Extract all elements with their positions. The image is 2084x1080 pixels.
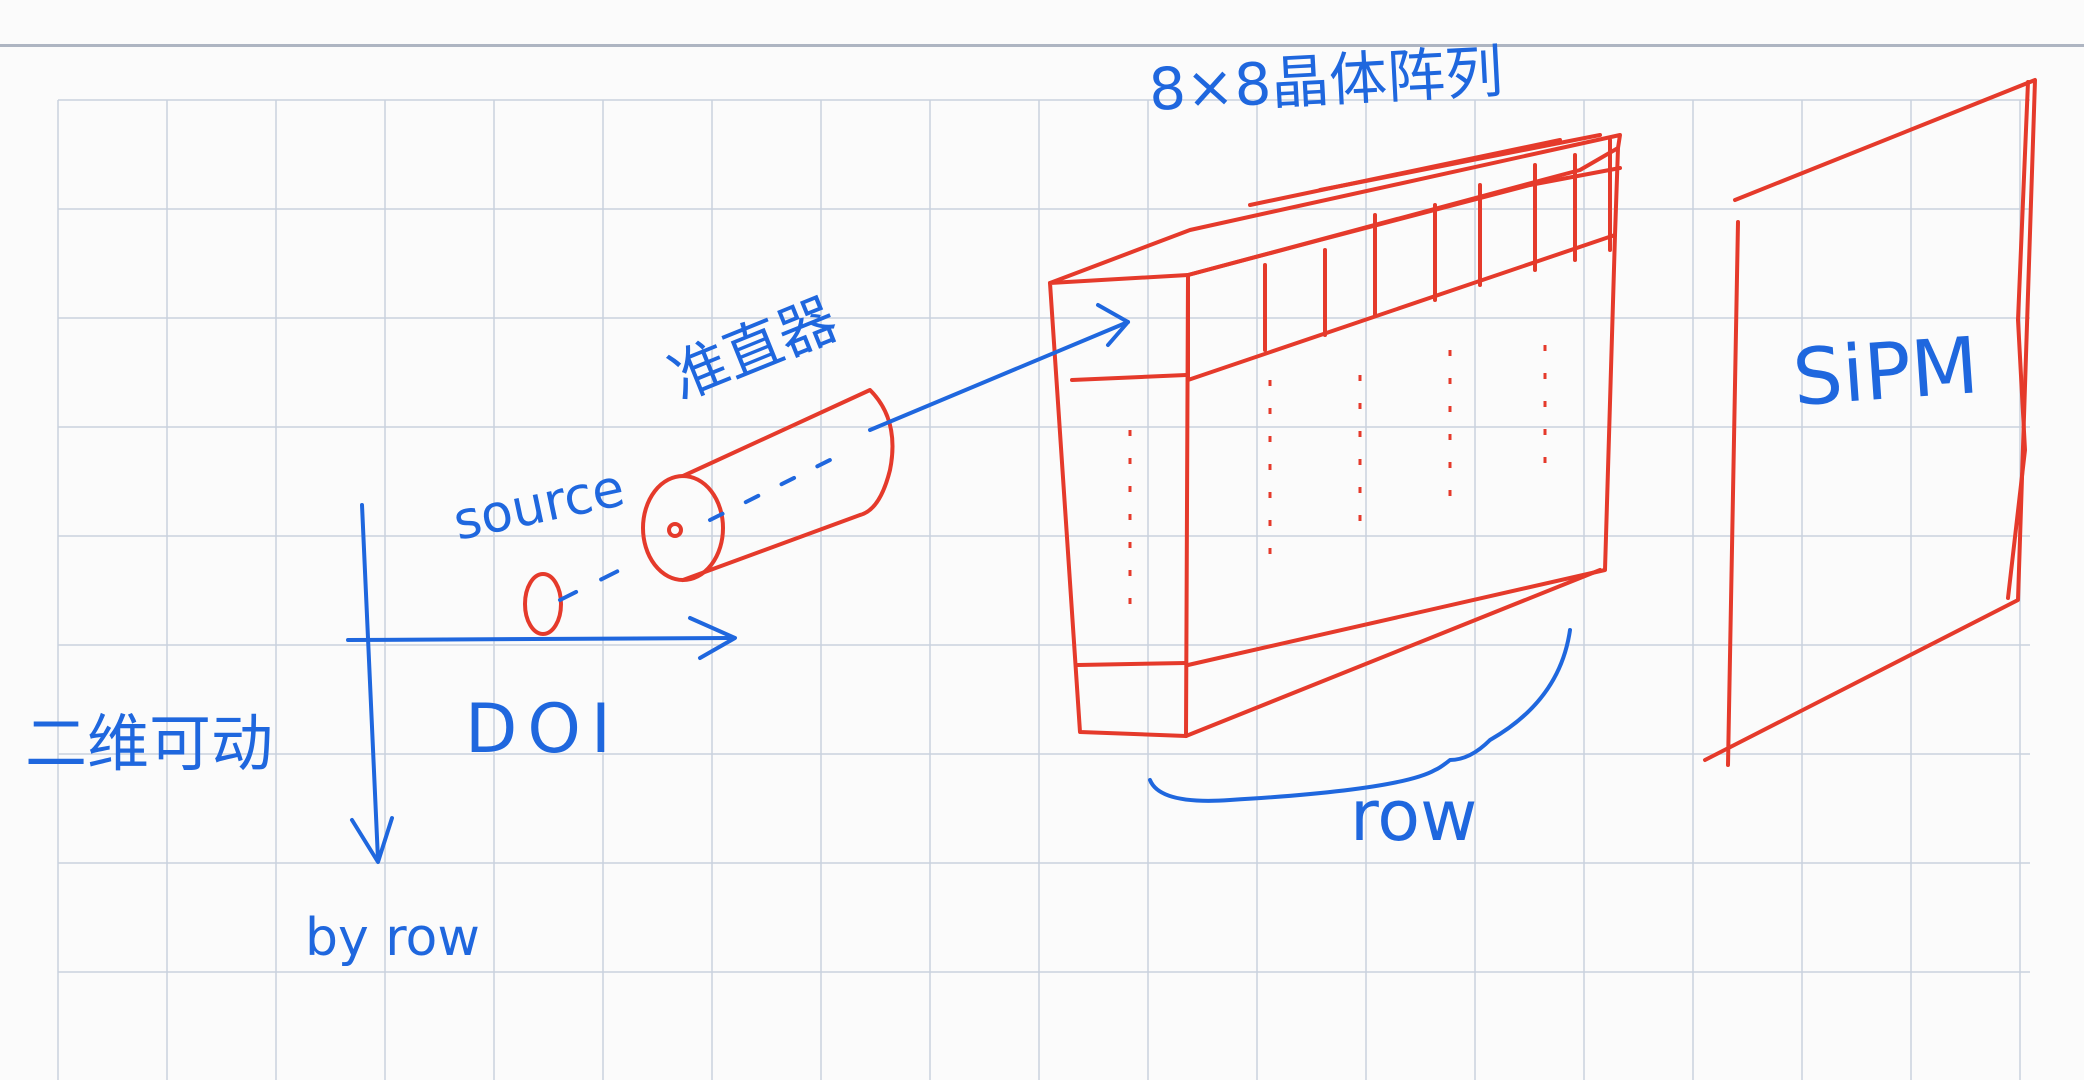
collimator [641, 388, 895, 582]
sipm-label: SiPM [1790, 321, 1981, 424]
doi-axis [346, 636, 732, 642]
sipm-panel-outline [1703, 78, 2037, 762]
row-label: row [1350, 775, 1477, 857]
page-top-rule [0, 44, 2084, 47]
crystal-side-right-edge [1613, 146, 1620, 237]
beam-arrowhead [1096, 303, 1130, 347]
collimator-aperture [667, 522, 683, 538]
row-axis-arrowhead [350, 816, 394, 864]
crystal-front-line [1076, 661, 1188, 667]
beam-arrow-shaft [868, 320, 1130, 432]
crystal-array [1048, 133, 1622, 738]
source-marker [523, 572, 563, 636]
crystal-top-line [1318, 133, 1602, 192]
collimator-body [681, 388, 895, 582]
row-brace [1148, 628, 1572, 803]
by-row-label: by row [305, 908, 480, 968]
doi-axis-arrowhead [688, 616, 737, 660]
movement-axes [346, 503, 737, 864]
sipm-panel-right-edge [2006, 80, 2030, 600]
beam-dashed-segment [708, 453, 842, 522]
crystal-side-bottom [1184, 568, 1602, 738]
crystal-top-segments [1263, 138, 1612, 352]
doi-label: DOI [465, 690, 621, 769]
beam-dashed-segment [558, 568, 622, 602]
crystal-side-face [1186, 233, 1617, 667]
crystal-front-line [1070, 373, 1188, 382]
collimator-front-opening [641, 474, 725, 582]
collimator-label: 准直器 [660, 285, 847, 413]
sipm-panel-left-edge [1726, 220, 1740, 767]
sipm-panel [1703, 78, 2037, 767]
row-axis [360, 503, 380, 862]
two-d-movable-label: 二维可动 [25, 707, 273, 780]
beam-path [558, 303, 1130, 602]
crystal-array-label: 8×8晶体阵列 [1147, 38, 1504, 124]
crystal-interior-dashes [1128, 345, 1547, 620]
grid-paper [57, 99, 2030, 1080]
